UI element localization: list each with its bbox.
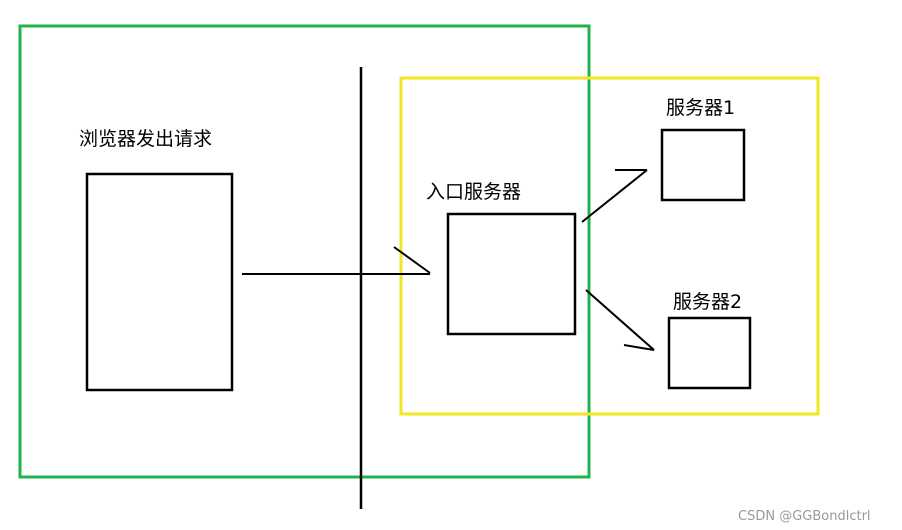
gateway-label: 入口服务器 <box>426 181 521 203</box>
browser-box <box>85 172 234 392</box>
browser-label: 浏览器发出请求 <box>79 128 212 150</box>
yellow-region <box>399 76 820 416</box>
gateway-box <box>446 212 577 336</box>
server1-box <box>660 128 746 202</box>
arrow-browser-to-gateway <box>242 246 431 275</box>
arrow-gateway-to-server1 <box>581 169 648 223</box>
server2-label: 服务器2 <box>673 291 742 313</box>
arrow-gateway-to-server2 <box>585 289 655 351</box>
green-region <box>18 24 591 479</box>
server1-label: 服务器1 <box>666 97 735 119</box>
server2-box <box>667 316 752 390</box>
watermark: CSDN @GGBondlctrl <box>738 509 871 524</box>
